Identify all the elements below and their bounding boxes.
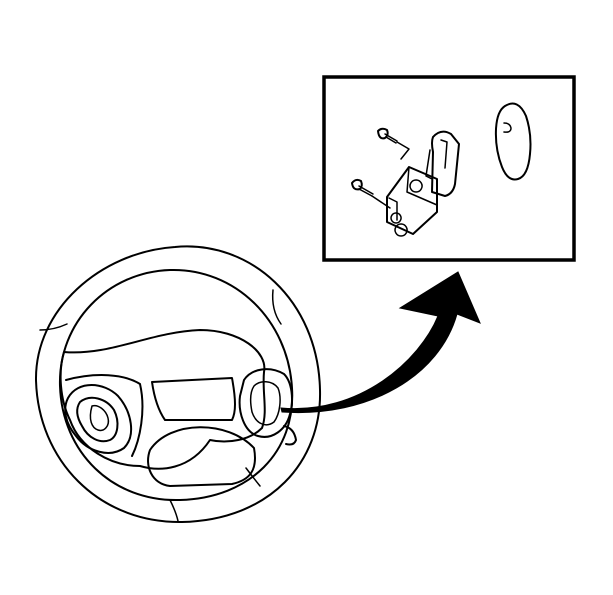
retaining-screw-lower bbox=[351, 178, 391, 209]
detail-inset bbox=[322, 75, 576, 262]
left-spoke bbox=[65, 374, 144, 457]
retaining-screw-upper bbox=[377, 127, 410, 160]
wheel-rim-inner bbox=[58, 268, 294, 502]
steering-wheel bbox=[34, 245, 322, 524]
rim-seam-bottom bbox=[169, 499, 179, 522]
rim-seam-upper-right bbox=[271, 289, 282, 325]
inset-frame bbox=[322, 75, 576, 262]
rim-seam-lower-right bbox=[245, 467, 261, 487]
callout-arrow bbox=[280, 271, 481, 414]
lower-spoke bbox=[147, 426, 256, 487]
center-pad bbox=[151, 377, 236, 421]
switch-bracket bbox=[386, 130, 460, 237]
switch-cover bbox=[494, 102, 532, 181]
rim-seam-left bbox=[39, 323, 68, 331]
wheel-rim-outer bbox=[34, 245, 322, 524]
switch-button-location bbox=[238, 368, 297, 446]
left-control-cluster bbox=[64, 384, 133, 454]
